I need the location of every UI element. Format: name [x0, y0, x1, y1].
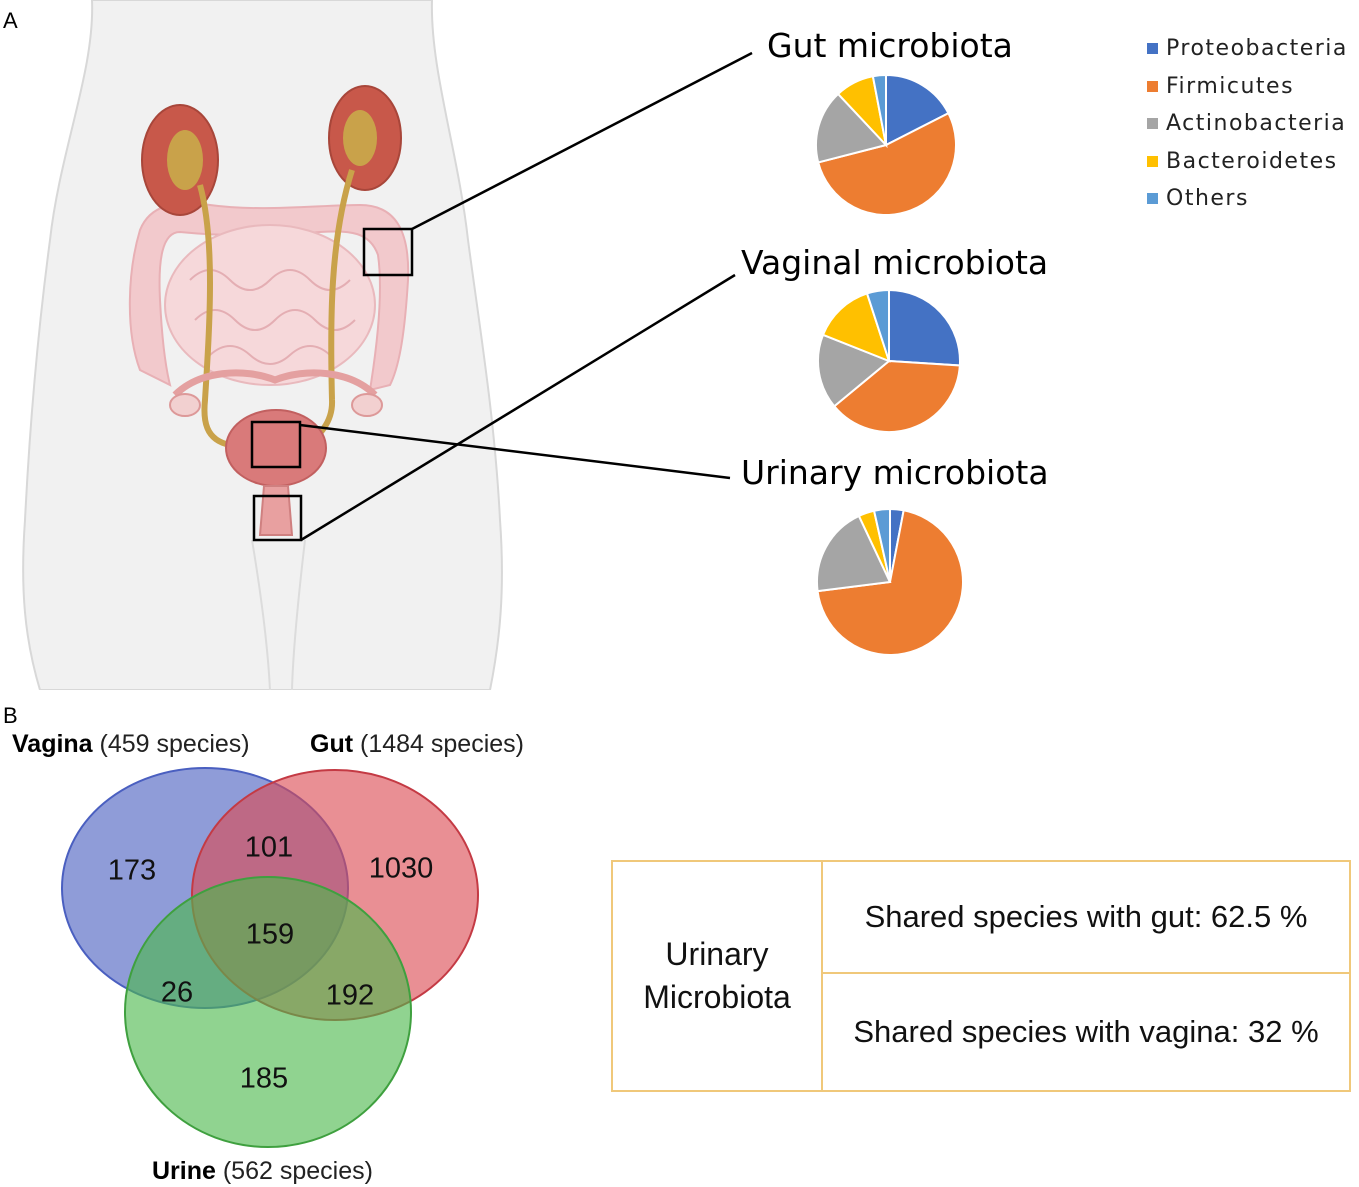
uterus	[172, 369, 378, 398]
urinary-pie-slice-actinobacteria	[816, 514, 892, 593]
legend-item-proteobacteria: Proteobacteria	[1147, 30, 1348, 68]
venn-urine-name: Urine	[152, 1157, 216, 1185]
gut-pie-slice-actinobacteria	[815, 92, 888, 164]
left-ureter	[197, 184, 231, 448]
legend-swatch	[1147, 80, 1158, 92]
gut-sampling-box	[362, 227, 414, 277]
anatomy-illustration	[22, 0, 503, 690]
venn-gut-urine: 192	[325, 979, 375, 1012]
urinary-pie-slice-others	[872, 507, 891, 583]
urinary-label-line1: Urinary	[665, 936, 769, 972]
venn-vagina-detail: (459 species)	[99, 730, 250, 758]
bladder-sampling-box	[250, 420, 302, 469]
urinary-connector	[299, 423, 731, 480]
urinary-pie-title: Urinary microbiota	[741, 453, 1049, 492]
vagina-connector	[300, 273, 736, 542]
legend-label: Proteobacteria	[1166, 36, 1348, 62]
legend-swatch	[1147, 155, 1158, 167]
venn-gut-name: Gut	[310, 730, 354, 758]
legend-label: Actinobacteria	[1166, 111, 1347, 137]
legend-item-actinobacteria: Actinobacteria	[1147, 105, 1348, 143]
gut-pie-slice-others	[871, 73, 887, 146]
legend-item-bacteroidetes: Bacteroidetes	[1147, 143, 1348, 181]
legend-label: Others	[1166, 186, 1249, 212]
venn-urine-only: 185	[239, 1062, 289, 1095]
leg-divider	[251, 539, 271, 690]
venn-diagram	[61, 767, 479, 1148]
venn-urine-header: Urine (562 species)	[152, 1157, 373, 1186]
shared-with-gut-row: Shared species with gut: 62.5 %	[823, 862, 1349, 974]
legend-label: Bacteroidetes	[1166, 148, 1338, 174]
vaginal-pie-slice-proteobacteria	[888, 288, 961, 367]
vaginal-canal	[258, 485, 294, 536]
gut-pie-slice-proteobacteria	[885, 73, 950, 147]
gut-pie	[815, 73, 957, 216]
pie-charts	[815, 73, 964, 656]
legend-item-others: Others	[1147, 180, 1348, 218]
venn-all-three: 159	[245, 918, 295, 951]
venn-gut-only: 1030	[368, 852, 434, 885]
vagina-sampling-box	[252, 494, 303, 542]
venn-gut-detail: (1484 species)	[360, 730, 524, 758]
gut-connector	[411, 51, 753, 231]
legend-swatch	[1147, 118, 1158, 130]
venn-vagina-only: 173	[107, 854, 157, 887]
urinary-pie	[816, 507, 964, 656]
pie-legend: Proteobacteria Firmicutes Actinobacteria…	[1147, 30, 1348, 218]
gut-pie-slice-firmicutes	[816, 111, 957, 216]
connector-lines	[299, 51, 753, 542]
venn-gut-header: Gut (1484 species)	[310, 730, 524, 759]
vaginal-pie-slice-firmicutes	[832, 359, 961, 433]
small-intestine	[164, 224, 376, 386]
vaginal-pie-title: Vaginal microbiota	[741, 243, 1049, 282]
vaginal-pie-slice-others	[865, 288, 890, 362]
venn-vagina-gut: 101	[244, 831, 294, 864]
vaginal-pie	[817, 288, 961, 433]
gut-pie-title: Gut microbiota	[767, 26, 1013, 65]
urinary-label-line2: Microbiota	[643, 979, 791, 1015]
venn-vagina-urine: 26	[160, 976, 194, 1009]
venn-vagina-name: Vagina	[12, 730, 93, 758]
legend-label: Firmicutes	[1166, 73, 1295, 99]
legend-swatch	[1147, 193, 1158, 205]
legend-swatch	[1147, 43, 1158, 55]
leg-divider-right	[291, 539, 306, 690]
venn-urine-circle	[124, 876, 412, 1148]
venn-urine-detail: (562 species)	[222, 1157, 373, 1185]
panel-a-label: A	[3, 8, 18, 33]
panel-b-label: B	[3, 703, 18, 728]
legend-item-firmicutes: Firmicutes	[1147, 68, 1348, 106]
shared-with-vagina-row: Shared species with vagina: 32 %	[853, 1014, 1319, 1049]
vaginal-pie-slice-actinobacteria	[817, 333, 891, 408]
venn-vagina-header: Vagina (459 species)	[12, 730, 250, 759]
